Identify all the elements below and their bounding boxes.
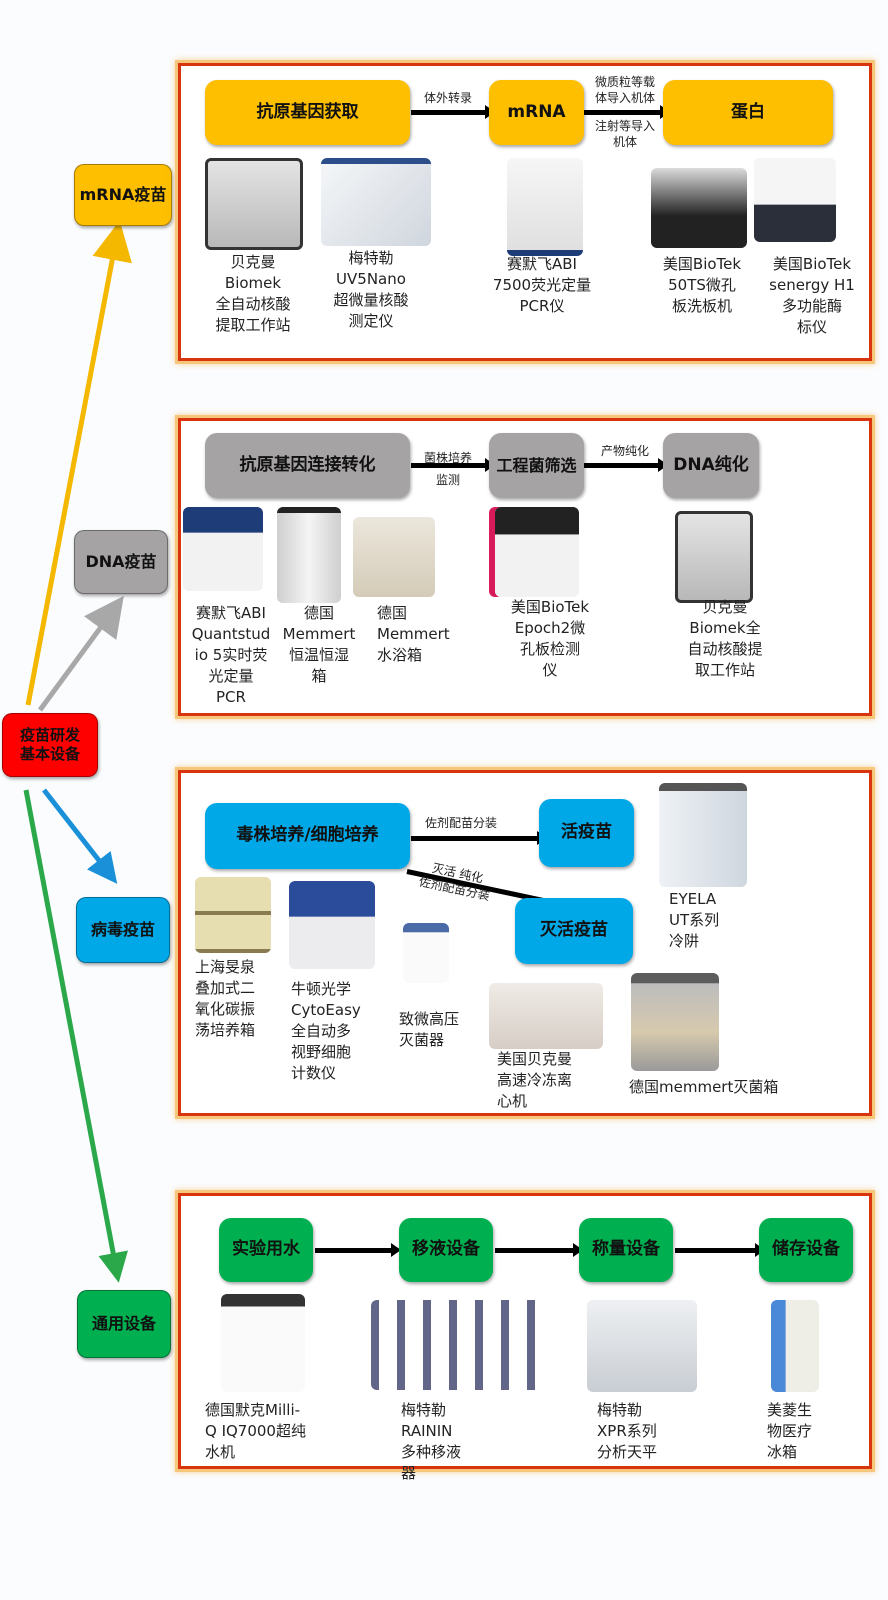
device-label-uv5nano: 梅特勒 UV5Nano 超微量核酸 测定仪 <box>333 249 409 330</box>
device-image-eyela-coldtrap <box>659 783 747 887</box>
device-image-shaker-incubator <box>195 877 271 953</box>
step-antigen-gene-ligation: 抗原基因连接转化 <box>205 433 410 498</box>
category-general-equipment: 通用设备 <box>77 1290 171 1358</box>
device-image-epoch2 <box>495 507 579 597</box>
device-label-cytoeasy: 牛顿光学 CytoEasy 全自动多 视野细胞 计数仪 <box>291 980 361 1082</box>
root-node: 疫苗研发 基本设备 <box>2 713 98 777</box>
arrow-ivt <box>411 105 495 119</box>
arrow-water-to-pipette <box>315 1243 401 1257</box>
device-image-milliq <box>221 1294 305 1392</box>
device-image-abi7500 <box>507 158 583 256</box>
step-inactivated-vaccine: 灭活疫苗 <box>515 898 633 964</box>
step-engineered-bacteria-screening: 工程菌筛选 <box>489 433 584 498</box>
device-image-biomek-dna <box>675 511 753 603</box>
dna-panel: 抗原基因连接转化 菌株培养 监测 工程菌筛选 产物纯化 DNA纯化 赛默飞ABI… <box>178 418 872 716</box>
device-label-autoclave: 致微高压 灭菌器 <box>399 1010 460 1049</box>
arrow-to-general <box>23 789 128 1283</box>
device-label-memmert-sterilizer: 德国memmert灭菌箱 <box>629 1078 779 1096</box>
device-label-xpr-balance: 梅特勒 XPR系列 分析天平 <box>597 1401 658 1461</box>
arrow-weighing-to-storage <box>675 1243 765 1257</box>
step-protein: 蛋白 <box>663 80 833 145</box>
edge-label-culture: 菌株培养 监测 <box>423 451 472 487</box>
step-dna-purification: DNA纯化 <box>663 433 759 498</box>
device-image-autoclave <box>403 923 449 983</box>
category-mrna-vaccine: mRNA疫苗 <box>74 164 172 226</box>
mrna-panel: 抗原基因获取 体外转录 mRNA 微质粒等载 体导入机体 注射等导入 机体 蛋白… <box>178 63 872 361</box>
device-label-memmert-waterbath: 德国 Memmert 水浴箱 <box>377 604 450 664</box>
arrow-to-dna <box>37 595 124 712</box>
device-label-abi7500: 赛默飞ABI 7500荧光定量 PCR仪 <box>492 255 592 315</box>
edge-label-carrier: 微质粒等载 体导入机体 <box>594 75 655 105</box>
device-label-biomek-dna: 贝克曼 Biomek全 自动核酸提 取工作站 <box>687 598 763 679</box>
step-strain-cell-culture: 毒株培养/细胞培养 <box>205 803 410 869</box>
device-label-centrifuge: 美国贝克曼 高速冷冻离 心机 <box>497 1050 573 1110</box>
device-image-synergy-h1 <box>754 158 836 242</box>
virus-panel: 毒株培养/细胞培养 佐剂配苗分装 活疫苗 灭活 纯化 佐剂配苗分装 灭活疫苗 E… <box>178 770 872 1116</box>
arrow-pipette-to-weighing <box>495 1243 583 1257</box>
device-label-50ts: 美国BioTek 50TS微孔 板洗板机 <box>662 255 742 315</box>
device-image-memmert-incubator <box>277 507 341 603</box>
device-label-biomek: 贝克曼 Biomek 全自动核酸 提取工作站 <box>215 253 291 334</box>
device-label-shaker-incubator: 上海旻泉 叠加式二 氧化碳振 荡培养箱 <box>195 958 256 1039</box>
device-image-quantstudio5 <box>183 507 263 591</box>
device-image-cytoeasy <box>289 881 375 969</box>
device-label-epoch2: 美国BioTek Epoch2微 孔板检测 仪 <box>510 598 590 679</box>
arrow-to-live <box>411 831 547 845</box>
device-label-quantstudio5: 赛默飞ABI Quantstud io 5实时荧 光定量 PCR <box>191 604 271 706</box>
step-antigen-gene-acquisition: 抗原基因获取 <box>205 80 410 145</box>
step-mrna: mRNA <box>489 80 584 145</box>
device-image-xpr-balance <box>587 1300 697 1392</box>
device-label-meiling-freezer: 美菱生 物医疗 冰箱 <box>767 1401 813 1461</box>
step-storage-equipment: 储存设备 <box>759 1218 853 1282</box>
step-live-vaccine: 活疫苗 <box>539 799 634 867</box>
arrow-mrna-to-protein <box>584 105 670 119</box>
device-label-eyela-coldtrap: EYELA UT系列 冷阱 <box>669 890 720 950</box>
device-image-centrifuge <box>489 983 603 1049</box>
device-label-rainin-pipettes: 梅特勒 RAININ 多种移液 器 <box>401 1401 462 1482</box>
step-lab-water: 实验用水 <box>219 1218 313 1282</box>
edge-label-ivt: 体外转录 <box>423 91 472 105</box>
device-image-memmert-sterilizer <box>631 973 719 1071</box>
device-image-memmert-waterbath <box>353 517 435 597</box>
arrow-purify <box>584 458 668 472</box>
device-image-50ts <box>651 168 747 248</box>
general-panel: 实验用水 移液设备 称量设备 储存设备 德国默克Milli- Q IQ7000超… <box>178 1193 872 1482</box>
arrow-to-virus <box>42 788 118 884</box>
edge-label-purify: 产物纯化 <box>600 444 649 458</box>
category-dna-vaccine: DNA疫苗 <box>74 530 168 594</box>
device-label-milliq: 德国默克Milli- Q IQ7000超纯 水机 <box>205 1401 306 1461</box>
step-weighing-equipment: 称量设备 <box>579 1218 673 1282</box>
device-label-memmert-incubator: 德国 Memmert 恒温恒湿 箱 <box>282 604 356 685</box>
step-pipetting-equipment: 移液设备 <box>399 1218 493 1282</box>
edge-label-injection: 注射等导入 机体 <box>594 119 655 149</box>
device-image-rainin-pipettes <box>371 1300 543 1390</box>
edge-label-inactivated: 灭活 纯化 佐剂配苗分装 <box>417 860 492 904</box>
device-label-synergy-h1: 美国BioTek senergy H1 多功能酶 标仪 <box>769 255 855 336</box>
device-image-uv5nano <box>321 158 431 246</box>
device-image-meiling-freezer <box>771 1300 819 1392</box>
edge-label-live: 佐剂配苗分装 <box>424 816 497 830</box>
arrow-to-mrna <box>25 220 132 706</box>
device-image-biomek <box>205 158 303 250</box>
category-virus-vaccine: 病毒疫苗 <box>76 897 170 963</box>
